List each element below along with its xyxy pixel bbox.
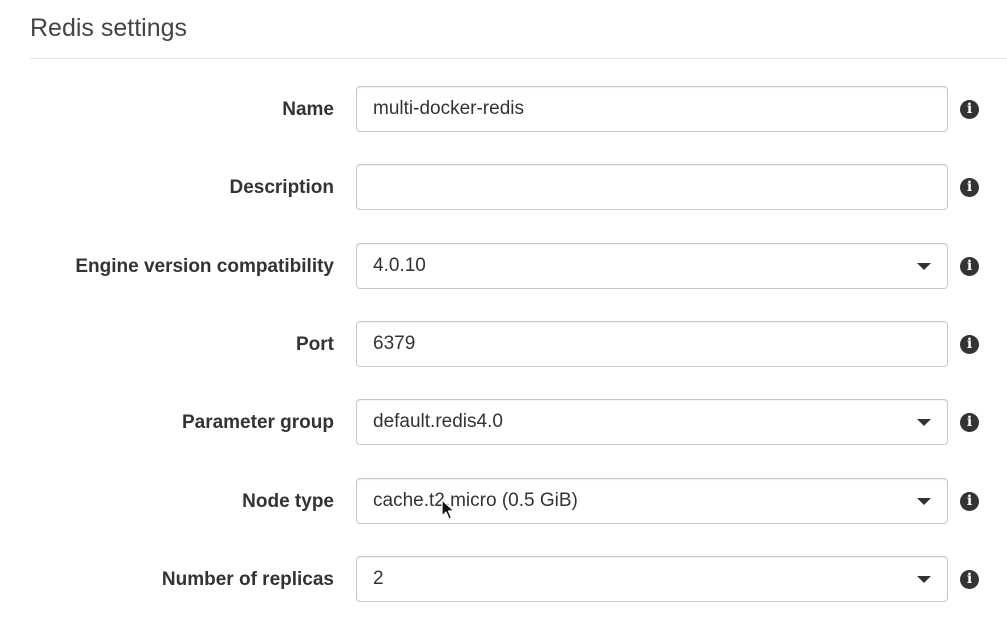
node-type-select[interactable]: cache.t2.micro (0.5 GiB) xyxy=(356,478,948,524)
port-label: Port xyxy=(296,334,334,355)
parameter-group-label: Parameter group xyxy=(181,412,334,433)
info-icon[interactable]: i xyxy=(960,413,979,432)
name-input[interactable] xyxy=(357,87,947,131)
name-field-box xyxy=(356,86,948,132)
info-icon[interactable]: i xyxy=(960,100,979,119)
description-row: Description i xyxy=(0,164,1007,212)
chevron-down-icon xyxy=(917,576,931,583)
section-title: Redis settings xyxy=(30,14,188,42)
engine-version-select[interactable]: 4.0.10 xyxy=(356,243,948,289)
engine-version-row: Engine version compatibility 4.0.10 i xyxy=(0,243,1007,291)
info-icon[interactable]: i xyxy=(960,178,979,197)
engine-version-label: Engine version compatibility xyxy=(75,256,334,277)
info-icon[interactable]: i xyxy=(960,492,979,511)
node-type-row: Node type cache.t2.micro (0.5 GiB) i xyxy=(0,478,1007,526)
replicas-value: 2 xyxy=(373,568,384,589)
info-icon[interactable]: i xyxy=(960,570,979,589)
info-icon[interactable]: i xyxy=(960,335,979,354)
port-field-box xyxy=(356,321,948,367)
node-type-label: Node type xyxy=(242,491,334,512)
name-row: Name i xyxy=(0,86,1007,134)
node-type-value: cache.t2.micro (0.5 GiB) xyxy=(373,490,578,511)
chevron-down-icon xyxy=(917,498,931,505)
replicas-label: Number of replicas xyxy=(161,569,334,590)
description-input[interactable] xyxy=(357,165,947,209)
replicas-row: Number of replicas 2 i xyxy=(0,556,1007,604)
replicas-select[interactable]: 2 xyxy=(356,556,948,602)
parameter-group-row: Parameter group default.redis4.0 i xyxy=(0,399,1007,447)
parameter-group-value: default.redis4.0 xyxy=(373,411,503,432)
description-label: Description xyxy=(229,177,334,198)
port-row: Port i xyxy=(0,321,1007,369)
parameter-group-select[interactable]: default.redis4.0 xyxy=(356,399,948,445)
chevron-down-icon xyxy=(917,263,931,270)
engine-version-value: 4.0.10 xyxy=(373,255,426,276)
description-field-box xyxy=(356,164,948,210)
chevron-down-icon xyxy=(917,419,931,426)
info-icon[interactable]: i xyxy=(960,257,979,276)
name-label: Name xyxy=(282,99,334,120)
port-input[interactable] xyxy=(357,322,947,366)
section-divider xyxy=(30,58,1007,59)
